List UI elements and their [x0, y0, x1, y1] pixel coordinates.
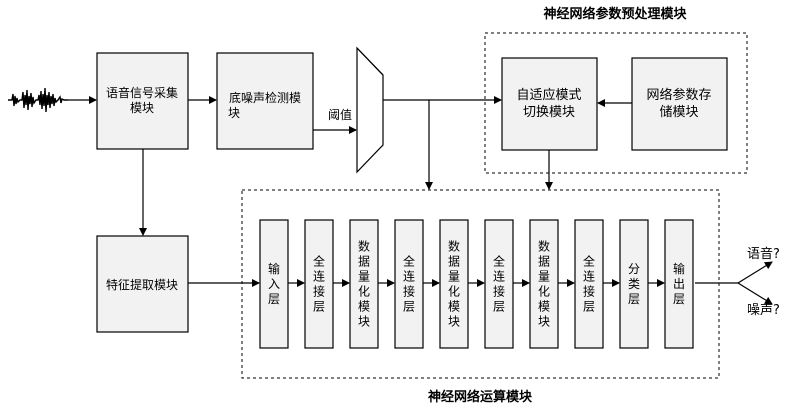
feature-extract-label: 特征提取模块 — [106, 277, 178, 292]
adaptive-switch-label-2: 切换模块 — [523, 105, 575, 120]
layer-block-5 — [439, 219, 469, 349]
param-storage-module — [631, 57, 728, 151]
layer-block-2 — [304, 219, 334, 349]
voice-capture-module — [96, 52, 189, 150]
noise-detect-label-2: 块 — [228, 106, 240, 120]
layer-label-7: 数据量化模块 — [538, 239, 550, 329]
layer-block-3 — [349, 219, 379, 349]
layer-label-5: 数据量化模块 — [448, 239, 460, 329]
param-storage-label-2: 储模块 — [659, 105, 698, 120]
layer-label-6: 全连接层 — [493, 254, 505, 314]
audio-waveform-icon — [8, 87, 68, 113]
compute-module-title: 神经网络运算模块 — [428, 389, 533, 405]
adaptive-switch-module — [501, 57, 598, 151]
layer-block-6 — [484, 219, 514, 349]
preprocess-module-title: 神经网络参数预处理模块 — [543, 6, 687, 22]
layer-label-2: 全连接层 — [313, 254, 325, 314]
noise-detect-module — [216, 52, 314, 150]
layer-label-8: 全连接层 — [583, 254, 595, 314]
output-noise-label: 噪声? — [747, 303, 780, 318]
layer-stack: 输入层 全连接层 数据量化模块 全连接层 数据量化模块 全连接层 数据量化模块 全连接层 分类层… — [259, 219, 694, 349]
param-storage-label-1: 网络参数存 — [646, 87, 711, 103]
threshold-selector — [356, 46, 384, 174]
layer-label-9: 分类层 — [628, 262, 640, 306]
threshold-label: 阈值 — [328, 107, 352, 122]
layer-block-1 — [259, 219, 289, 349]
noise-detect-label-1: 底噪声检测模 — [229, 90, 301, 105]
layer-block-4 — [394, 219, 424, 349]
voice-capture-label-1: 语音信号采集 — [106, 85, 178, 100]
compute-module-outline — [241, 189, 720, 379]
voice-capture-label-2: 模块 — [130, 101, 154, 115]
layer-block-10 — [664, 219, 694, 349]
feature-extract-module — [96, 235, 189, 333]
layer-block-7 — [529, 219, 559, 349]
layer-block-8 — [574, 219, 604, 349]
layer-label-1: 输入层 — [268, 261, 280, 306]
adaptive-switch-label-1: 自适应模式 — [516, 87, 581, 103]
layer-block-9 — [619, 219, 649, 349]
layer-label-3: 数据量化模块 — [358, 239, 370, 329]
preprocess-module-outline — [484, 32, 748, 174]
layer-label-4: 全连接层 — [403, 254, 415, 314]
output-speech-label: 语音? — [747, 246, 780, 262]
layer-label-10: 输出层 — [673, 261, 685, 306]
